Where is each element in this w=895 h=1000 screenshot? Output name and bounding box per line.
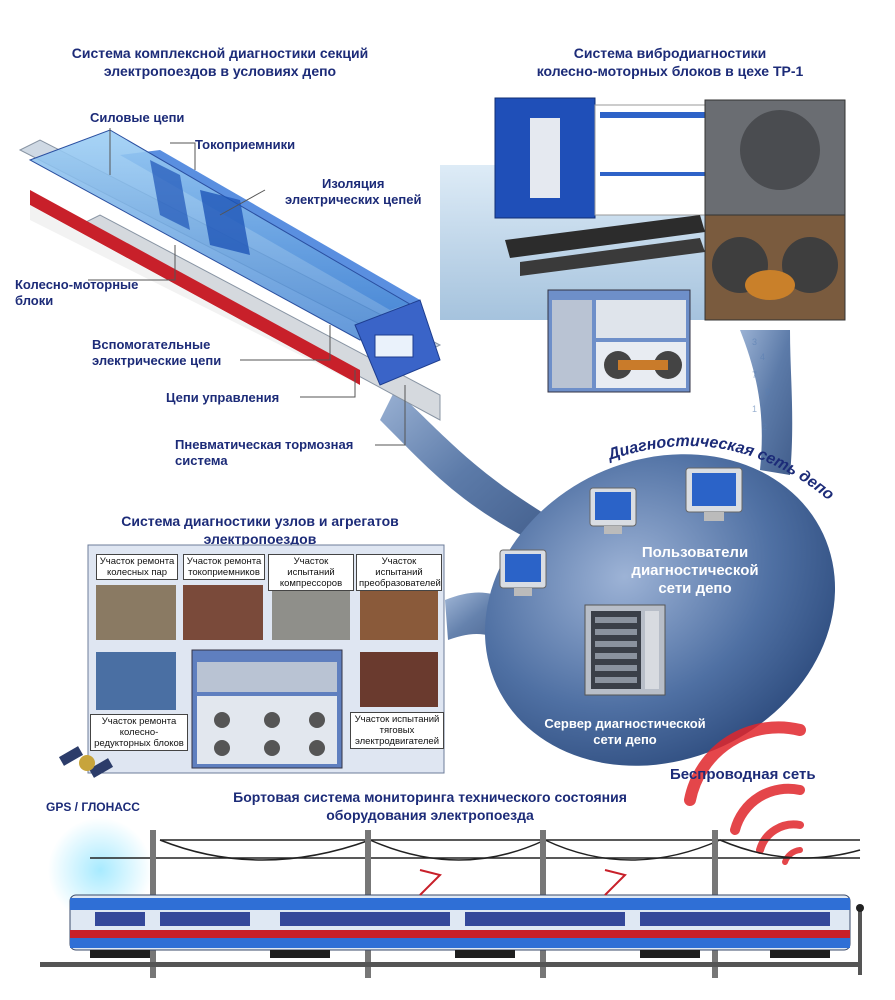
callout-pantographs: Токоприемники [195,137,296,152]
onboard-train [69,869,851,958]
users-label-line1: Пользователи [641,544,749,561]
depot-train-illustration [18,129,442,421]
svg-text:1: 1 [752,404,757,414]
onboard-title-line1: Бортовая система мониторинга техническог… [233,789,627,805]
server-label-line2: сети депо [593,732,657,747]
svg-text:7: 7 [752,370,757,380]
callout-brake-line1: Пневматическая тормозная [175,437,354,452]
satellite-icon [58,746,114,778]
caption-line: редукторных блоков [94,738,184,749]
caption-line: Участок ремонта [186,556,262,567]
callout-wheel-motor: Колесно-моторные блоки [15,277,138,309]
onboard-title-line2: оборудования электропоезда [326,807,534,823]
callout-insulation-line1: Изоляция [321,176,385,191]
users-label-line3: сети депо [658,580,732,597]
callout-brake-line2: система [175,453,228,468]
svg-text:2: 2 [762,422,767,432]
network-arc-label: Диагностическая сеть депо [604,433,837,504]
callout-wheel-motor-line1: Колесно-моторные [15,277,139,292]
users-label-line2: диагностической [631,562,759,579]
rail-track [40,962,860,967]
vibro-title-line2: колесно-моторных блоков в цехе ТР-1 [536,63,804,79]
data-stream-digits: 347 912 [752,337,770,432]
signal-post-icon [856,904,864,975]
callout-aux-line2: электрические цепи [92,353,222,368]
vibro-title-line1: Система вибродиагностики [573,45,767,61]
callout-power-circuits: Силовые цепи [90,110,185,125]
units-title-line2: электропоездов [203,531,317,547]
callout-insulation: Изоляция электрических цепей [285,176,421,208]
workshop-caption-traction: Участок испытаний тяговых электродвигате… [350,712,444,749]
gps-label: GPS / ГЛОНАСС [46,800,140,814]
callout-brake-system: Пневматическая тормозная система [175,437,353,469]
caption-line: электродвигателей [354,736,439,747]
workshop-caption-pantographs: Участок ремонта токоприемников [183,554,265,580]
caption-line: преобразователей [359,578,441,589]
depot-title-line2: электропоездов в условиях депо [103,63,337,79]
network-stream-vibro [740,330,793,475]
caption-line: Участок испытаний [375,556,423,578]
onboard-system-title: Бортовая система мониторинга техническог… [200,788,660,824]
network-arc-label-svg: Диагностическая сеть депо [604,433,837,504]
callout-insulation-line2: электрических цепей [285,192,422,207]
vibro-system-title: Система вибродиагностики колесно-моторны… [490,44,850,80]
wireless-signal-icon [684,721,806,865]
caption-line: Участок испытаний [354,714,440,725]
callout-wheel-motor-line2: блоки [15,293,54,308]
depot-title-line1: Система комплексной диагностики секций [71,45,369,61]
svg-text:3: 3 [752,337,757,347]
server-label-line1: Сервер диагностической [544,716,706,731]
caption-line: Участок испытаний [287,556,335,578]
units-photos [96,585,438,710]
callout-aux-circuits: Вспомогательные электрические цепи [92,337,221,369]
callout-lines [88,128,406,446]
depot-system-title: Система комплексной диагностики секций э… [30,44,410,80]
caption-line: колесных пар [106,567,168,578]
caption-line: компрессоров [279,578,343,589]
workshop-caption-wheelsets: Участок ремонта колесных пар [96,554,178,580]
monitor-icon [589,487,637,534]
callout-aux-line1: Вспомогательные [92,337,211,352]
callout-control-circuits: Цепи управления [166,390,280,405]
caption-line: токоприемников [188,567,260,578]
caption-line: Участок ремонта [101,716,177,727]
units-screen-thumbnail [191,649,343,769]
units-title-line1: Система диагностики узлов и агрегатов [121,513,399,529]
svg-text:9: 9 [765,387,770,397]
caption-line: колесно- [119,727,159,738]
server-label: Сервер диагностической сети депо [525,716,725,748]
server-rack-icon [584,604,666,696]
units-system-title: Система диагностики узлов и агрегатов эл… [90,512,430,548]
vibro-illustration [440,97,846,321]
workshop-caption-reducer: Участок ремонта колесно- редукторных бло… [90,714,188,751]
users-label: Пользователи диагностической сети депо [605,544,785,598]
wireless-label: Беспроводная сеть [670,766,816,783]
monitor-icon [685,467,743,521]
catenary-wires [90,839,861,861]
workshop-caption-converters: Участок испытаний преобразователей [356,554,442,591]
svg-text:4: 4 [760,352,765,362]
caption-line: тяговых [379,725,415,736]
vibro-screen-thumbnail [547,289,691,393]
workshop-caption-compressors: Участок испытаний компрессоров [268,554,354,591]
monitor-icon [499,549,547,596]
network-stream-depot [380,390,555,545]
caption-line: Участок ремонта [99,556,175,567]
